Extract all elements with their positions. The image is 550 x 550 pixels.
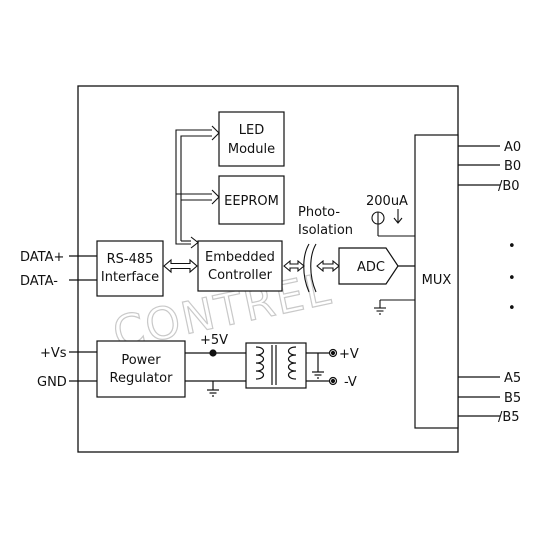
- power-rails: [185, 349, 246, 397]
- right-pin-lines: [458, 145, 500, 417]
- current-source-label: 200uA: [366, 194, 408, 209]
- controller-line1: Embedded: [205, 250, 275, 265]
- plus5v-label: +5V: [200, 333, 228, 348]
- mux-block: MUX: [414, 134, 459, 429]
- photo-isolation-line1: Photo-: [298, 205, 340, 220]
- pin-a5: A5: [504, 371, 521, 386]
- eeprom-block: EEPROM: [218, 175, 285, 225]
- channel-ellipsis-3: •: [508, 301, 516, 316]
- adc-block: ADC: [338, 247, 399, 285]
- power-regulator-line1: Power: [121, 353, 161, 368]
- channel-ellipsis-1: •: [508, 239, 516, 254]
- pin-a0: A0: [504, 140, 521, 155]
- rs485-controller-arrow: [163, 258, 198, 274]
- pin-b5-bar: /B5: [498, 410, 520, 425]
- controller-isolation-arrow: [283, 259, 305, 273]
- rs485-interface-block: RS-485 Interface: [96, 240, 164, 297]
- pin-gnd: GND: [37, 375, 67, 390]
- led-module-line1: LED: [239, 123, 264, 138]
- pin-vs: +Vs: [40, 346, 67, 361]
- led-module-block: LED Module: [218, 111, 285, 167]
- controller-bus: [175, 125, 220, 249]
- controller-line2: Controller: [208, 268, 273, 283]
- embedded-controller-block: Embedded Controller: [197, 240, 283, 292]
- pin-b5: B5: [504, 391, 521, 406]
- pin-data-minus: DATA-: [20, 274, 58, 289]
- output-terminals: [328, 348, 338, 386]
- rs485-line1: RS-485: [107, 252, 154, 267]
- channel-ellipsis-2: •: [508, 271, 516, 286]
- photo-isolation-line2: Isolation: [298, 223, 353, 238]
- rs485-line2: Interface: [101, 270, 159, 285]
- current-source-symbol: [371, 209, 415, 237]
- adc-label: ADC: [357, 260, 385, 275]
- pin-b0-bar: /B0: [498, 179, 520, 194]
- power-regulator-block: Power Regulator: [96, 340, 186, 398]
- led-module-line2: Module: [228, 142, 275, 157]
- isolated-dcdc-converter: [245, 342, 333, 389]
- mux-label: MUX: [422, 273, 452, 288]
- pin-data-plus: DATA+: [20, 250, 64, 265]
- pin-b0: B0: [504, 159, 521, 174]
- adc-ground-symbol: [374, 299, 415, 315]
- power-regulator-line2: Regulator: [110, 371, 174, 386]
- minus-v-label: -V: [344, 375, 357, 390]
- plus-v-label: +V: [339, 347, 359, 362]
- eeprom-label: EEPROM: [224, 194, 279, 209]
